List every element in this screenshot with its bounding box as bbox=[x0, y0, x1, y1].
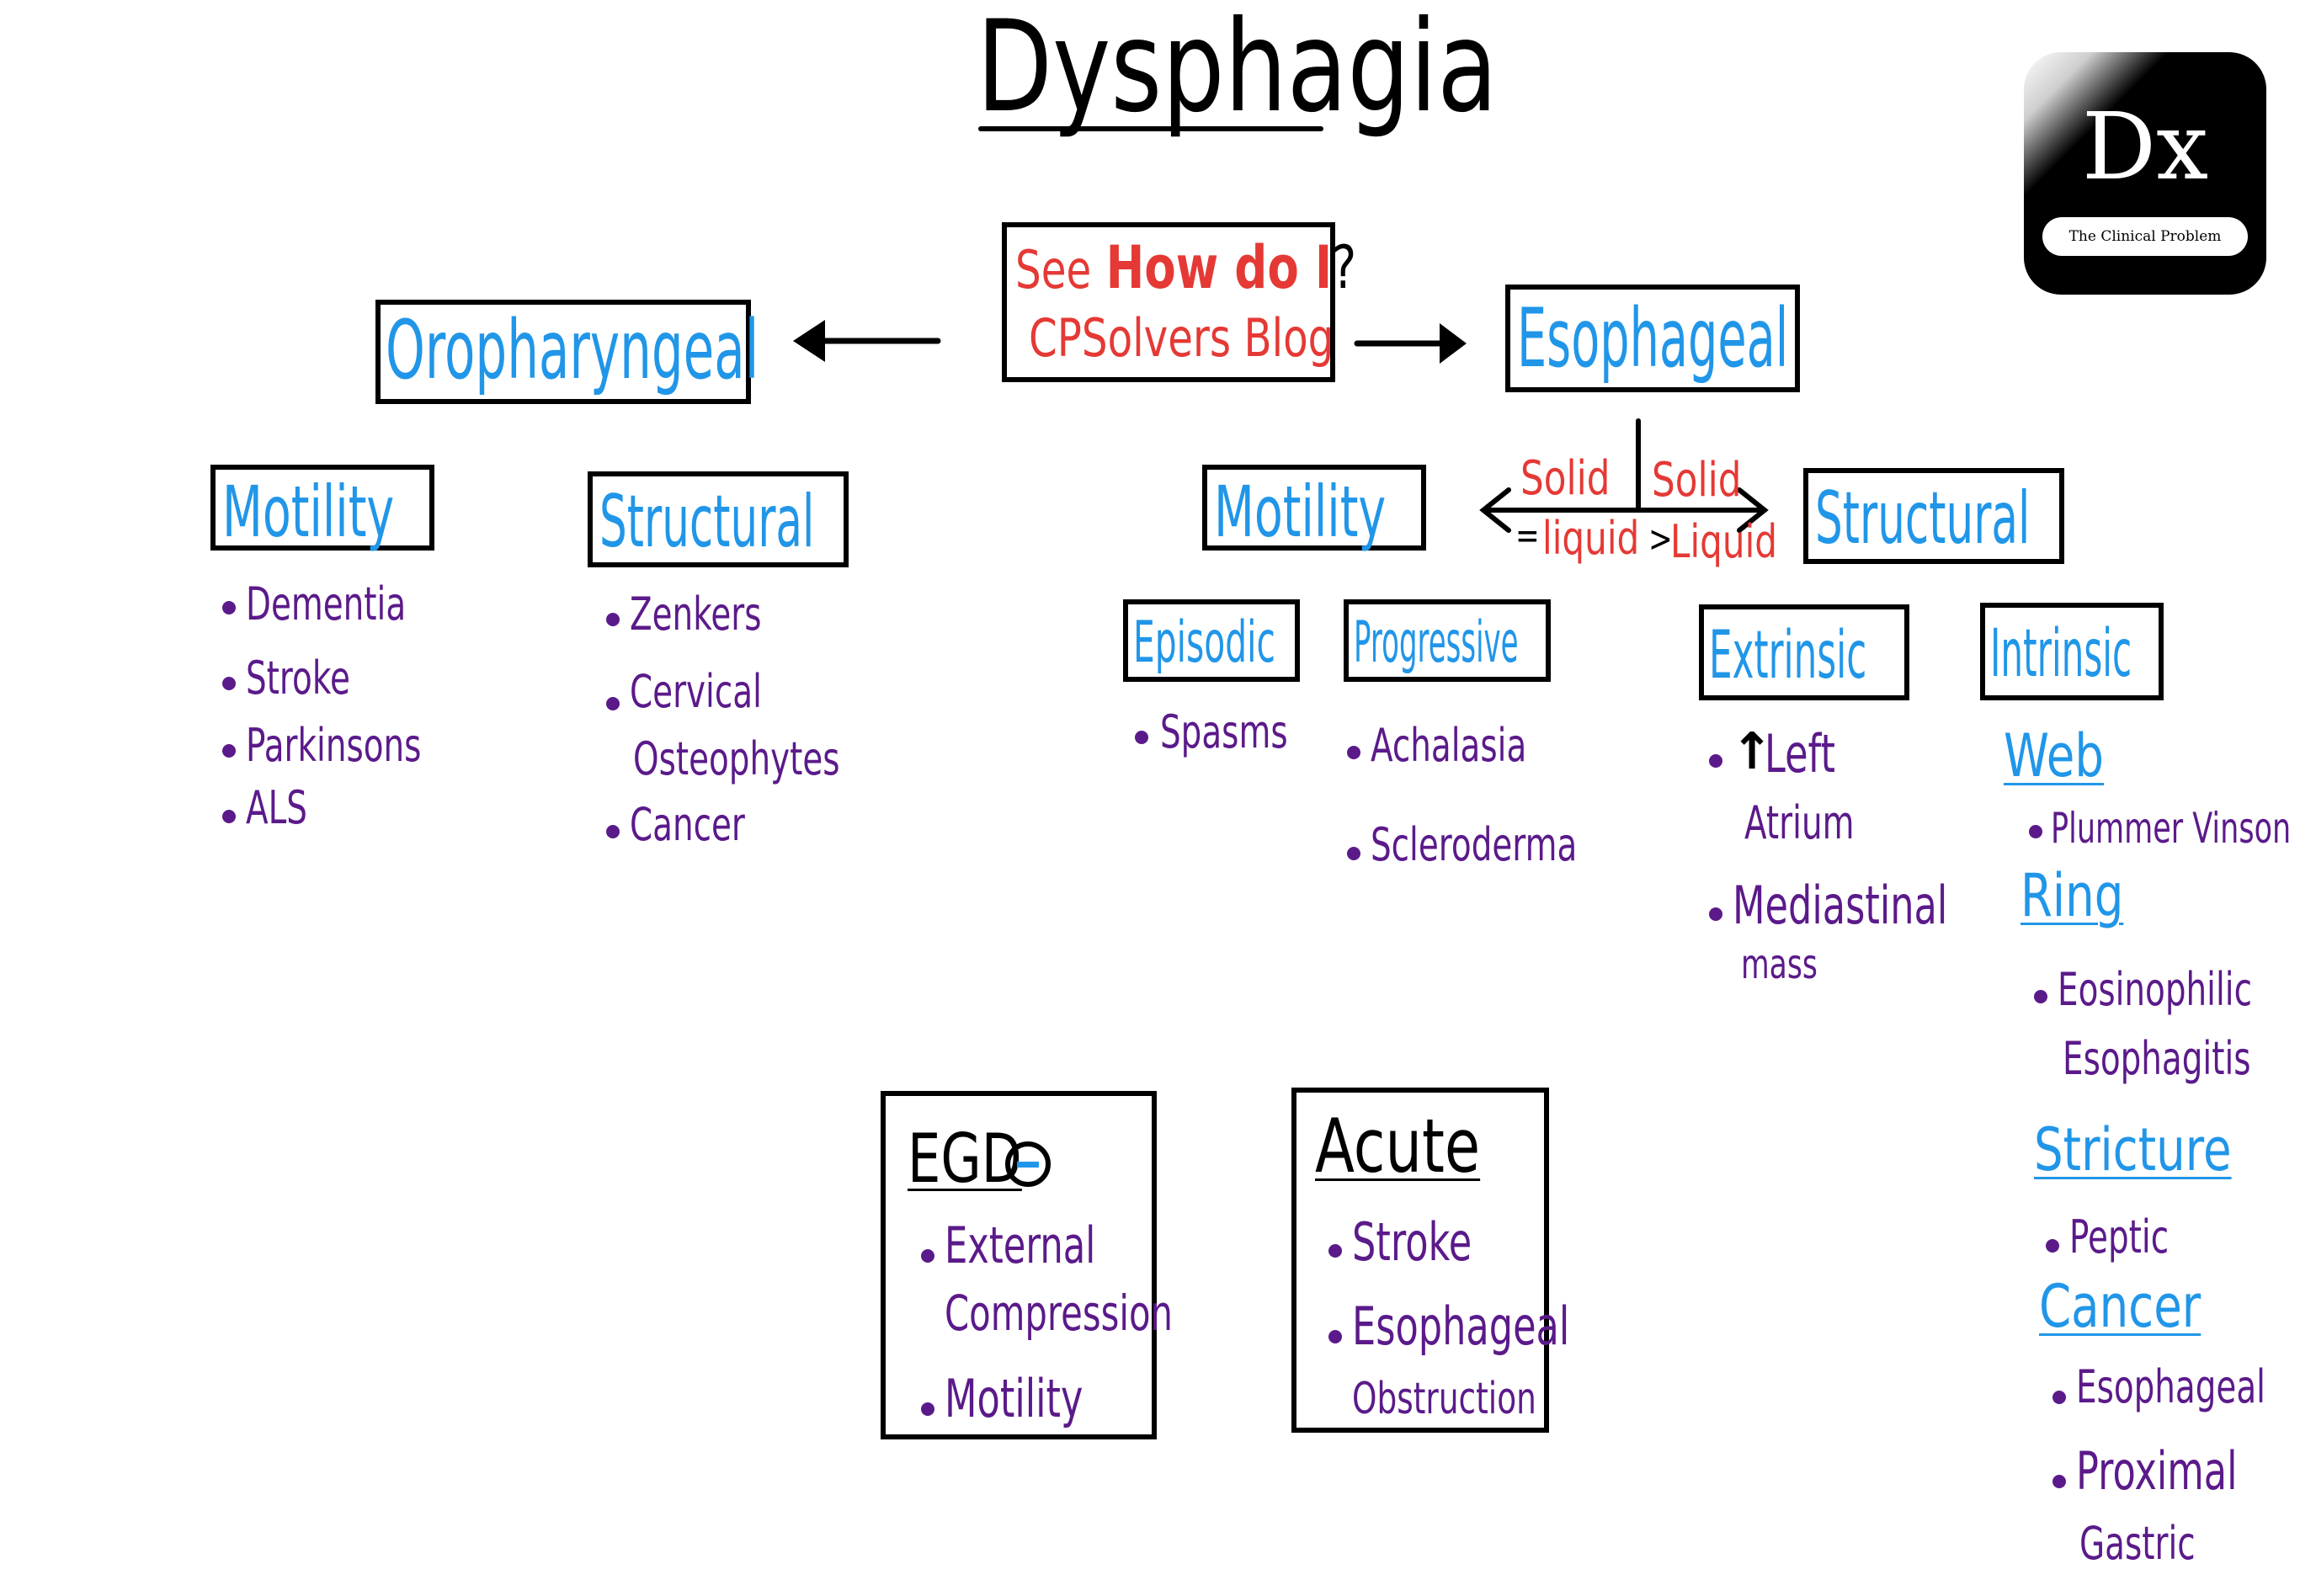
oropharyngeal-box: Oropharyngeal bbox=[375, 300, 759, 404]
episodic-box: Episodic bbox=[1123, 599, 1300, 682]
list-item: External bbox=[945, 1216, 1096, 1275]
progressive-label: Progressive bbox=[1354, 609, 1519, 676]
bullet bbox=[1135, 731, 1148, 744]
list-item: Obstruction bbox=[1352, 1374, 1536, 1424]
bullet bbox=[2052, 1391, 2066, 1404]
eso-motility-box: Motility bbox=[1202, 465, 1426, 553]
eso-motility-label: Motility bbox=[1214, 471, 1387, 553]
intrinsic-label: Intrinsic bbox=[1990, 616, 2132, 692]
list-item: Stroke bbox=[1352, 1211, 1472, 1273]
egd-box: EGD External Compression Motility bbox=[881, 1091, 1173, 1439]
eso-structural-box: Structural bbox=[1803, 468, 2064, 564]
title-underline bbox=[978, 126, 1323, 131]
extrinsic-label: Extrinsic bbox=[1709, 618, 1867, 694]
left-arrow-icon bbox=[793, 320, 941, 362]
intrinsic-box: Intrinsic bbox=[1980, 603, 2164, 700]
oro-motility-box: Motility bbox=[210, 465, 434, 553]
cpsolvers-blog-link[interactable]: CPSolvers Blog bbox=[1029, 307, 1334, 369]
left-solid-label: Solid bbox=[1520, 451, 1611, 506]
list-item: Spasms bbox=[1160, 705, 1288, 758]
oro-structural-label: Structural bbox=[599, 480, 815, 564]
list-item: Osteophytes bbox=[633, 732, 840, 785]
right-greater-symbol: > bbox=[1648, 518, 1673, 561]
logo-mark: Dx bbox=[2081, 93, 2209, 200]
list-item: Compression bbox=[945, 1285, 1173, 1342]
bullet bbox=[1328, 1244, 1342, 1258]
bullet bbox=[1328, 1330, 1342, 1343]
bullet bbox=[606, 825, 620, 838]
up-arrow-icon: ↑ bbox=[1731, 722, 1774, 781]
list-item: Cervical bbox=[630, 665, 762, 718]
bullet bbox=[222, 744, 236, 758]
acute-label: Acute bbox=[1315, 1103, 1481, 1189]
list-item: Achalasia bbox=[1371, 719, 1527, 772]
left-liquid-label: liquid bbox=[1542, 512, 1640, 565]
list-item: Parkinsons bbox=[246, 719, 422, 772]
list-item: Plummer Vinson bbox=[2051, 804, 2292, 853]
right-liquid-label: Liquid bbox=[1670, 515, 1778, 568]
logo-caption: The Clinical Problem Solvers bbox=[2042, 217, 2248, 284]
bullet bbox=[2046, 1239, 2059, 1253]
bullet bbox=[1709, 754, 1722, 768]
bullet bbox=[1709, 907, 1722, 921]
logo: Dx The Clinical Problem Solvers bbox=[2024, 52, 2266, 295]
page-title: Dysphagia bbox=[977, 0, 1498, 141]
list-item: Zenkers bbox=[630, 588, 762, 641]
bullet bbox=[222, 810, 236, 823]
list-item: Esophageal bbox=[2076, 1360, 2265, 1413]
center-reference-box: See How do I? CPSolvers Blog bbox=[1002, 222, 1356, 382]
bullet bbox=[606, 613, 620, 626]
progressive-box: Progressive bbox=[1344, 599, 1551, 682]
right-arrow-icon bbox=[1354, 323, 1467, 364]
list-item: Esophagitis bbox=[2063, 1032, 2251, 1085]
oro-motility-label: Motility bbox=[222, 471, 395, 553]
cancer-heading: Cancer bbox=[2039, 1272, 2202, 1341]
list-item: ALS bbox=[246, 781, 307, 834]
extrinsic-box: Extrinsic bbox=[1699, 604, 1909, 700]
bullet bbox=[2052, 1475, 2066, 1488]
list-item: mass bbox=[1741, 941, 1818, 988]
bullet bbox=[921, 1402, 934, 1416]
solid-liquid-connector bbox=[1479, 418, 1769, 533]
right-solid-label: Solid bbox=[1652, 453, 1742, 508]
oro-structural-box: Structural bbox=[588, 471, 849, 567]
reference-line-1: See How do I? bbox=[1015, 234, 1356, 304]
left-equals-symbol: = bbox=[1515, 514, 1540, 557]
list-item: Peptic bbox=[2069, 1210, 2170, 1264]
ring-heading: Ring bbox=[2020, 861, 2124, 930]
list-item: Gastric bbox=[2079, 1517, 2196, 1570]
list-item: Esophageal bbox=[1352, 1295, 1570, 1357]
bullet bbox=[606, 697, 620, 710]
stricture-heading: Stricture bbox=[2034, 1115, 2232, 1184]
web-heading: Web bbox=[2004, 721, 2105, 790]
egd-label: EGD bbox=[908, 1120, 1022, 1198]
how-do-i-text: How do I bbox=[1105, 233, 1333, 302]
eso-structural-label: Structural bbox=[1815, 476, 2031, 561]
episodic-label: Episodic bbox=[1133, 609, 1275, 676]
list-item: Atrium bbox=[1744, 796, 1855, 849]
list-item: Dementia bbox=[246, 577, 407, 630]
bullet bbox=[921, 1249, 934, 1263]
bullet bbox=[222, 677, 236, 690]
list-item: Mediastinal bbox=[1733, 875, 1948, 936]
acute-box: Acute Stroke Esophageal Obstruction bbox=[1291, 1088, 1569, 1433]
list-item: Scleroderma bbox=[1371, 818, 1578, 871]
list-item: Left bbox=[1765, 723, 1835, 785]
oropharyngeal-label: Oropharyngeal bbox=[386, 303, 759, 397]
list-item: Eosinophilic bbox=[2058, 963, 2252, 1016]
list-item: Stroke bbox=[246, 652, 350, 705]
bullet bbox=[1347, 847, 1360, 860]
bullet bbox=[2034, 990, 2047, 1003]
list-item: Cancer bbox=[630, 798, 745, 851]
esophageal-label: Esophageal bbox=[1517, 291, 1789, 386]
bullet bbox=[2029, 825, 2042, 838]
bullet bbox=[222, 601, 236, 614]
esophageal-box: Esophageal bbox=[1505, 285, 1800, 392]
list-item: Motility bbox=[945, 1368, 1083, 1429]
question-mark: ? bbox=[1332, 233, 1357, 302]
negative-result-icon bbox=[1005, 1141, 1051, 1187]
bullet bbox=[1347, 746, 1360, 759]
list-item: Proximal bbox=[2076, 1440, 2238, 1502]
see-text: See bbox=[1015, 239, 1092, 301]
